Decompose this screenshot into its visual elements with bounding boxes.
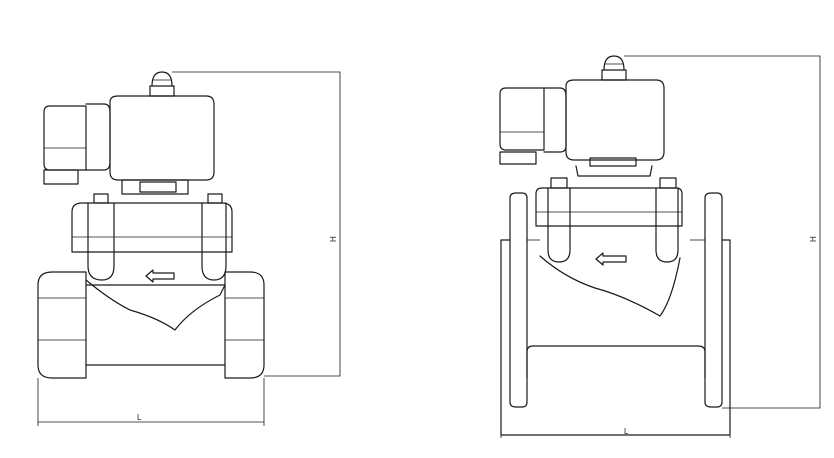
length-label-right: L: [624, 427, 629, 436]
flanged-valve-body: [535, 177, 683, 317]
valve-flanges: [500, 192, 731, 436]
valve-body: [37, 193, 265, 379]
flanged-solenoid-coil: [499, 55, 665, 177]
height-label-left: H: [329, 236, 338, 242]
threaded-valve-view: H L: [37, 71, 341, 426]
flanged-dimensions: H L: [500, 55, 821, 438]
flanged-valve-view: H L: [499, 55, 821, 438]
length-label-left: L: [137, 413, 142, 422]
height-label-right: H: [809, 236, 818, 242]
solenoid-coil: [43, 71, 215, 195]
threaded-dimensions: H L: [37, 71, 341, 426]
